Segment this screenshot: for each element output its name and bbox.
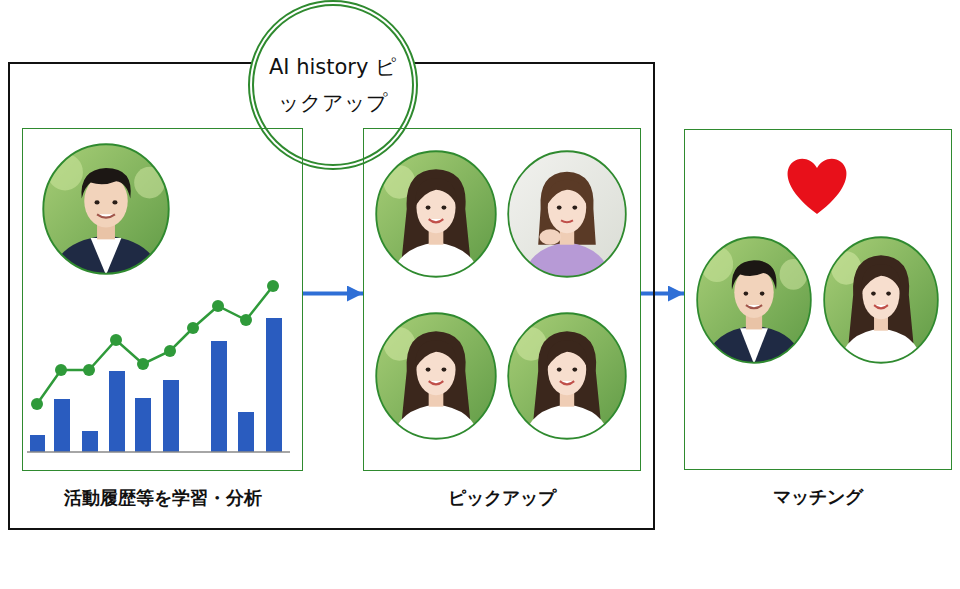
female-portrait xyxy=(375,312,497,440)
process-box: マッチング xyxy=(684,129,952,470)
process-box: 活動履歴等を学習・分析 xyxy=(22,128,303,471)
female-portrait xyxy=(507,150,627,278)
box-caption: マッチング xyxy=(665,485,960,509)
process-box: ピックアップ xyxy=(363,128,641,471)
flow-arrow xyxy=(303,292,363,296)
badge-label: AI history ピックアップ xyxy=(267,49,399,121)
group-frame: AI history ピックアップ活動履歴等を学習・分析ピックアップ xyxy=(8,62,655,530)
bar-line-chart xyxy=(27,280,290,452)
male-portrait xyxy=(42,143,170,275)
box-caption: 活動履歴等を学習・分析 xyxy=(3,486,322,510)
female-portrait xyxy=(823,236,939,364)
female-portrait xyxy=(375,150,497,278)
title-badge: AI history ピックアップ xyxy=(248,0,418,170)
male-portrait xyxy=(696,236,812,364)
heart-symbol xyxy=(788,159,847,214)
flow-arrow xyxy=(641,292,684,296)
box-caption: ピックアップ xyxy=(344,486,660,510)
female-portrait xyxy=(507,312,627,440)
